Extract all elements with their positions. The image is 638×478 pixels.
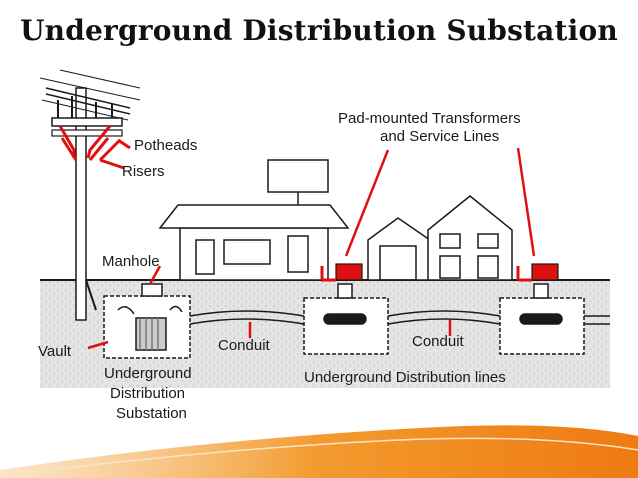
utility-pole — [39, 69, 141, 321]
conduits — [189, 310, 610, 325]
label-pad-transformers-line2: and Service Lines — [380, 128, 499, 145]
footer-swoosh — [0, 425, 638, 478]
pointer-lines — [87, 147, 536, 350]
manholes — [303, 283, 585, 355]
house-right — [427, 195, 513, 281]
label-substation-line3: Substation — [116, 405, 187, 422]
slide-title: Underground Distribution Substation — [20, 14, 618, 47]
label-manhole: Manhole — [102, 253, 160, 270]
label-substation-line2: Distribution — [110, 385, 185, 402]
label-distribution-lines: Underground Distribution lines — [304, 369, 506, 386]
label-substation-line1: Underground — [104, 365, 192, 382]
label-conduit-left: Conduit — [218, 337, 271, 354]
pad-mounted-transformers — [320, 263, 559, 282]
label-conduit-right: Conduit — [412, 333, 465, 350]
label-vault: Vault — [38, 343, 72, 360]
vault — [103, 283, 191, 359]
risers-and-potheads — [58, 125, 131, 170]
label-pad-transformers-line1: Pad-mounted Transformers — [338, 110, 521, 127]
label-potheads: Potheads — [134, 137, 197, 154]
house-left — [158, 159, 350, 281]
label-risers: Risers — [122, 163, 165, 180]
garage — [367, 217, 431, 281]
